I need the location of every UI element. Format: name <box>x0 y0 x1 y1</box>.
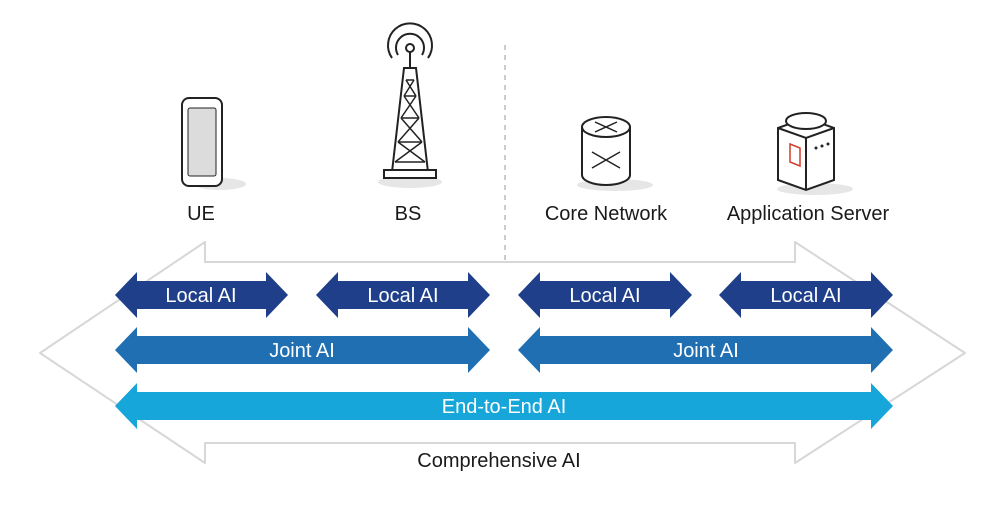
local-ai-label-2: Local AI <box>367 285 438 307</box>
joint-ai-arrow-left <box>115 327 490 373</box>
end-to-end-ai-arrow <box>115 383 893 429</box>
router-icon <box>577 116 653 191</box>
local-ai-arrow-1 <box>115 272 288 318</box>
ue-label: UE <box>187 203 215 225</box>
core-network-label: Core Network <box>545 203 668 225</box>
cell-tower-icon <box>378 22 442 188</box>
smartphone-icon <box>181 97 246 190</box>
bs-label: BS <box>395 203 422 225</box>
joint-ai-label-right: Joint AI <box>673 340 739 362</box>
application-server-label: Application Server <box>727 203 890 225</box>
joint-ai-arrow-right <box>518 327 893 373</box>
comprehensive-ai-label: Comprehensive AI <box>417 450 580 472</box>
local-ai-arrow-2 <box>316 272 490 318</box>
local-ai-label-3: Local AI <box>569 285 640 307</box>
joint-ai-label-left: Joint AI <box>269 340 335 362</box>
local-ai-label-1: Local AI <box>165 285 236 307</box>
end-to-end-ai-label: End-to-End AI <box>442 396 567 418</box>
local-ai-arrow-4 <box>719 272 893 318</box>
local-ai-label-4: Local AI <box>770 285 841 307</box>
local-ai-arrow-3 <box>518 272 692 318</box>
server-icon <box>777 112 853 195</box>
